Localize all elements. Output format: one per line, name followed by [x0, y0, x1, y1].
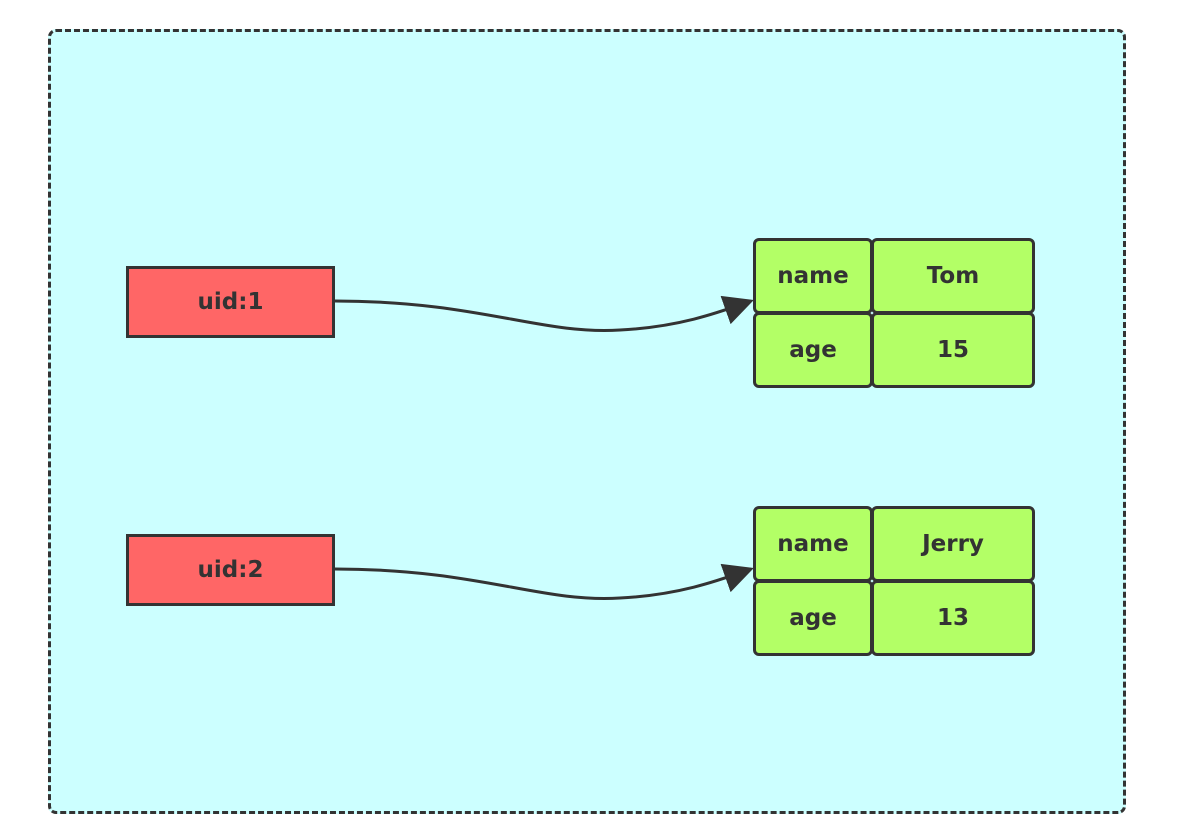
value-label: 15 — [936, 337, 969, 363]
hash-field-cell: age — [753, 580, 873, 656]
key-uid-2: uid:2 — [126, 534, 335, 606]
field-label: name — [777, 531, 849, 557]
hash-value-cell: 15 — [871, 312, 1035, 388]
key-uid-1: uid:1 — [126, 266, 335, 338]
hash-field-cell: age — [753, 312, 873, 388]
field-label: age — [789, 605, 837, 631]
value-label: Tom — [926, 263, 980, 289]
key-label: uid:1 — [197, 289, 264, 315]
key-label: uid:2 — [197, 557, 264, 583]
hash-value-cell: Tom — [871, 238, 1035, 314]
container-frame — [48, 29, 1126, 814]
value-label: Jerry — [922, 531, 984, 557]
hash-field-cell: name — [753, 506, 873, 582]
hash-field-cell: name — [753, 238, 873, 314]
hash-value-cell: 13 — [871, 580, 1035, 656]
hash-value-cell: Jerry — [871, 506, 1035, 582]
hash-table-uid-1: name Tom age 15 — [753, 238, 1035, 388]
hash-table-uid-2: name Jerry age 13 — [753, 506, 1035, 656]
value-label: 13 — [936, 605, 969, 631]
field-label: name — [777, 263, 849, 289]
field-label: age — [789, 337, 837, 363]
